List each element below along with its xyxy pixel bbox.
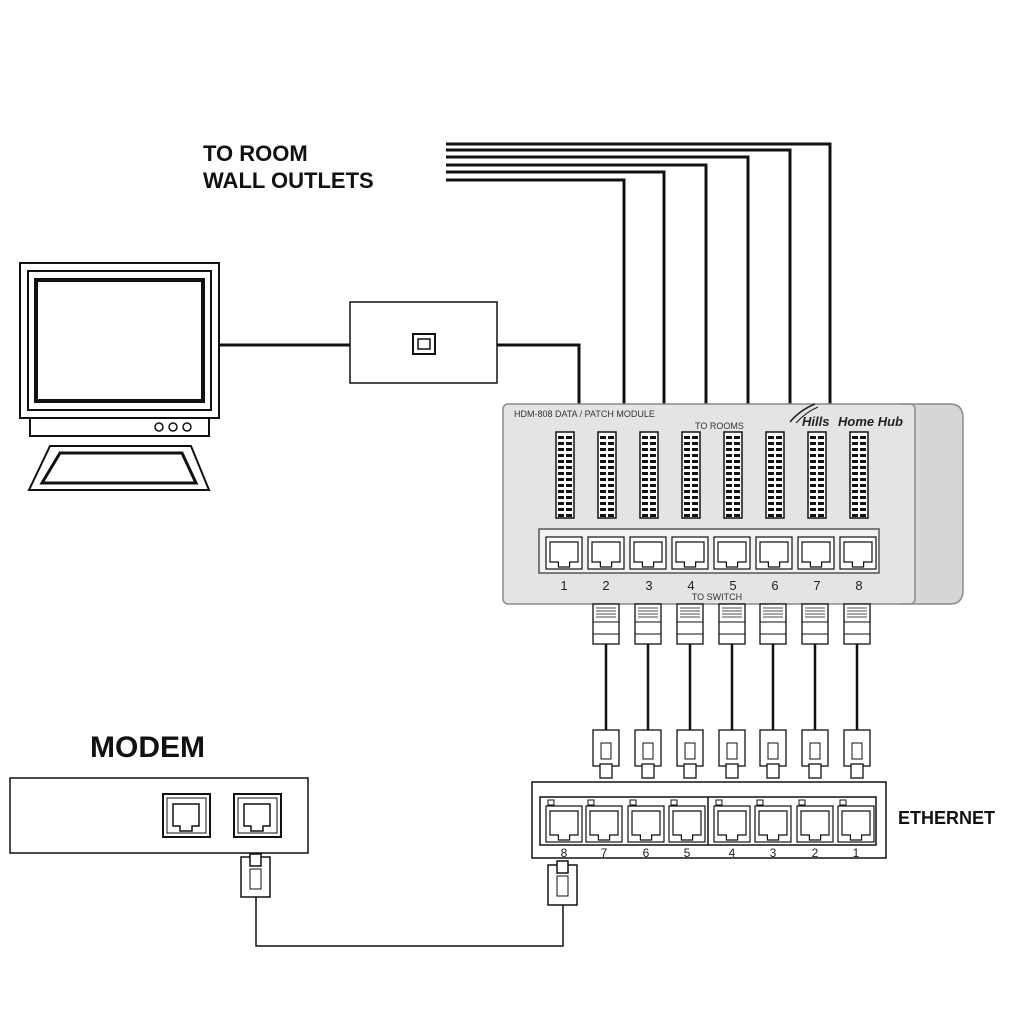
to-rooms-label: TO ROOMS xyxy=(695,421,744,431)
module-rj45-port-icon xyxy=(755,536,793,570)
switch-port-number: 8 xyxy=(561,846,568,860)
switch-rj45-port-icon xyxy=(585,799,623,843)
patch-leads xyxy=(592,603,871,779)
module-rj45-port-icon xyxy=(839,536,877,570)
module-port-number: 8 xyxy=(855,578,862,593)
idc-terminal-blocks xyxy=(555,431,869,519)
modem-label: MODEM xyxy=(90,731,205,764)
module-port-number: 4 xyxy=(687,578,694,593)
switch-rj45-port-icon xyxy=(754,799,792,843)
module-rj45-port-icon xyxy=(629,536,667,570)
patch-lead xyxy=(676,603,704,779)
module-port-number: 5 xyxy=(729,578,736,593)
modem-port xyxy=(233,793,282,838)
modem-cable xyxy=(240,853,578,947)
ethernet-label: ETHERNET xyxy=(898,808,995,828)
switch-port-number: 2 xyxy=(812,846,819,860)
switch-port-number: 3 xyxy=(770,846,777,860)
idc-block xyxy=(639,431,659,519)
module-rj45-port-icon xyxy=(671,536,709,570)
module-model-label: HDM-808 DATA / PATCH MODULE xyxy=(514,409,655,419)
patch-lead xyxy=(759,603,787,779)
idc-block xyxy=(765,431,785,519)
patch-lead xyxy=(843,603,871,779)
switch-port-numbers: 8 7 6 5 4 3 2 1 xyxy=(561,846,860,860)
switch-rj45-port-icon xyxy=(713,799,751,843)
patch-lead xyxy=(718,603,746,779)
idc-block xyxy=(597,431,617,519)
computer-monitor xyxy=(19,262,220,437)
monitor-button-icon xyxy=(182,422,192,432)
switch-port-number: 7 xyxy=(601,846,608,860)
module-rj45-port-icon xyxy=(587,536,625,570)
switch-rj45-port-icon xyxy=(796,799,834,843)
to-switch-label: TO SWITCH xyxy=(692,592,742,602)
wall-outlets-label: WALL OUTLETS xyxy=(203,168,374,193)
ethernet-switch: 8 7 6 5 4 3 2 1 xyxy=(531,781,887,860)
patch-lead xyxy=(801,603,829,779)
brand-hills: Hills xyxy=(802,414,829,429)
to-room-label: TO ROOM xyxy=(203,141,308,166)
idc-block xyxy=(807,431,827,519)
module-port-number: 7 xyxy=(813,578,820,593)
switch-rj45-port-icon xyxy=(837,799,875,843)
switch-port-row xyxy=(545,799,875,843)
switch-rj45-port-icon xyxy=(545,799,583,843)
module-port-number: 6 xyxy=(771,578,778,593)
switch-port-number: 5 xyxy=(684,846,691,860)
keyboard xyxy=(27,445,211,491)
patch-lead xyxy=(592,603,620,779)
wall-jack-icon xyxy=(412,333,436,355)
module-port-number: 3 xyxy=(645,578,652,593)
monitor-button-icon xyxy=(154,422,164,432)
idc-block xyxy=(681,431,701,519)
brand-logo: Hills Home Hub xyxy=(789,403,903,429)
patch-module: HDM-808 DATA / PATCH MODULE TO ROOMS Hil… xyxy=(502,403,964,605)
switch-rj45-port-icon xyxy=(627,799,665,843)
module-rj45-port-icon xyxy=(713,536,751,570)
modem-port xyxy=(162,793,211,838)
idc-block xyxy=(723,431,743,519)
module-port-number: 2 xyxy=(602,578,609,593)
switch-rj45-port-icon xyxy=(668,799,706,843)
module-port-row xyxy=(545,536,877,570)
switch-port-number: 4 xyxy=(729,846,736,860)
idc-block xyxy=(849,431,869,519)
module-port-numbers: 1 2 3 4 5 6 7 8 xyxy=(560,578,862,593)
module-rj45-port-icon xyxy=(545,536,583,570)
wall-plate xyxy=(349,301,498,384)
monitor-button-icon xyxy=(168,422,178,432)
switch-port-number: 6 xyxy=(643,846,650,860)
modem xyxy=(9,777,309,854)
patch-lead xyxy=(634,603,662,779)
brand-home-hub: Home Hub xyxy=(838,414,903,429)
switch-port-number: 1 xyxy=(853,846,860,860)
module-rj45-port-icon xyxy=(797,536,835,570)
module-port-number: 1 xyxy=(560,578,567,593)
idc-block xyxy=(555,431,575,519)
